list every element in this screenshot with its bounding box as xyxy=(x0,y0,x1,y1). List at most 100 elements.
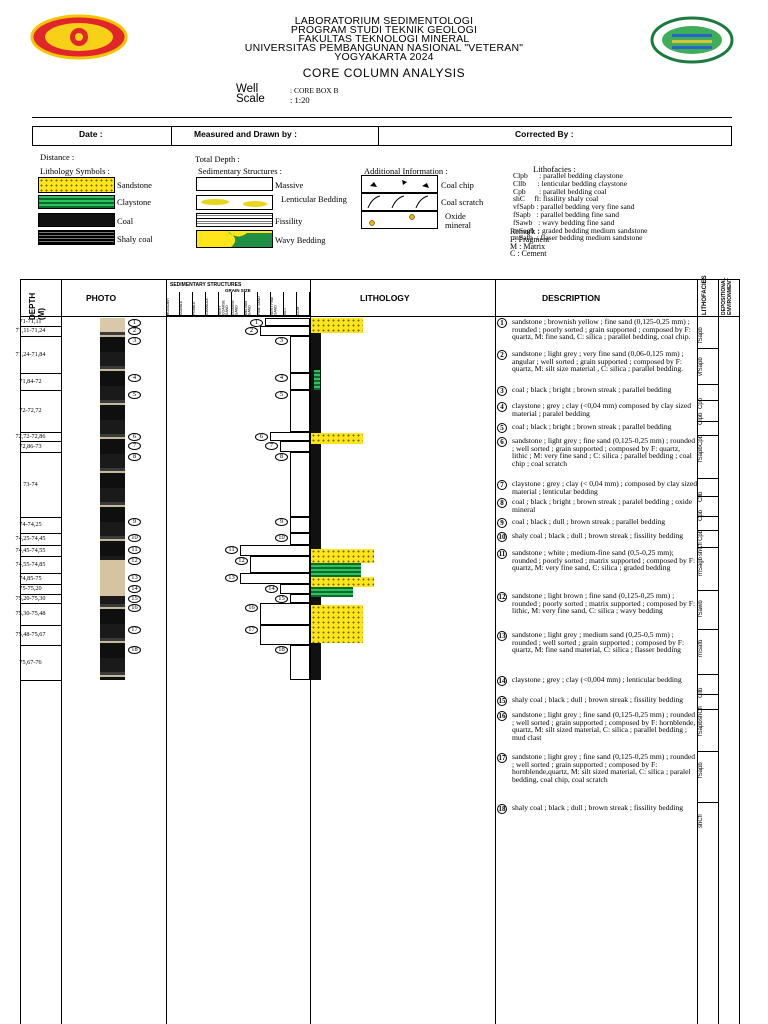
description-text: coal ; black ; bright ; brown streak ; p… xyxy=(512,422,672,431)
depth-divider xyxy=(20,373,61,374)
description-divider xyxy=(697,751,718,752)
lith-sand-16 xyxy=(311,605,363,643)
additional-info-title: Additional Information : xyxy=(364,166,448,176)
depth-label: 75-75,20 xyxy=(19,585,42,592)
depth-label: 75,48-75,67 xyxy=(15,631,46,638)
depth-divider xyxy=(20,573,61,574)
scale-value: : 1:20 xyxy=(290,95,310,105)
lithofacies-code: fSawb xyxy=(698,600,704,618)
structure-box: 16 xyxy=(245,603,310,625)
header-line-4: UNIVERSITAS PEMBANGUNAN NASIONAL "VETERA… xyxy=(244,42,524,54)
header-line-5: YOGYAKARTA 2024 xyxy=(334,51,434,63)
description-text: coal ; black ; bright ; brown streak ; p… xyxy=(512,497,693,514)
description-number: 15 xyxy=(497,696,507,706)
meta-row: Date : Measured and Drawn by : Corrected… xyxy=(32,126,732,146)
lithofacies-code: fSapb xyxy=(698,446,704,462)
description-text: shaly coal ; black ; dull ; brown streak… xyxy=(512,695,684,704)
depth-label: 74,25-74,45 xyxy=(15,535,46,542)
claystone-label: Claystone xyxy=(117,197,151,207)
photo-sample-number: 14 xyxy=(128,585,141,593)
description-divider xyxy=(697,674,718,675)
structure-box: 8 xyxy=(275,452,310,517)
description-column-header: DESCRIPTION xyxy=(542,293,601,303)
structure-number: 5 xyxy=(275,391,288,399)
description-divider xyxy=(697,530,718,531)
structure-number: 9 xyxy=(275,518,288,526)
photo-sample-number: 17 xyxy=(128,626,141,634)
depth-label: 75,20-75,30 xyxy=(15,594,46,602)
photo-sample-number: 5 xyxy=(128,391,141,399)
grain-size-label: COARSE SAND xyxy=(232,292,245,316)
structure-box: 1 xyxy=(250,318,310,327)
grain-size-label: FINE SAND xyxy=(258,292,271,316)
structure-number: 13 xyxy=(225,574,238,582)
structure-box: 10 xyxy=(275,533,310,545)
university-logo xyxy=(30,14,128,60)
lenticular-symbol xyxy=(196,195,273,210)
photo-sample-number: 1 xyxy=(128,319,141,327)
lithofacies-item: mSafb : flaser bedding medium sandstone xyxy=(513,233,643,243)
photo-sample-number: 10 xyxy=(128,534,141,542)
description-number: 12 xyxy=(497,592,507,602)
structure-number: 2 xyxy=(245,327,258,335)
description-text: coal ; black ; bright ; brown streak ; p… xyxy=(512,385,672,394)
depth-divider xyxy=(20,336,61,337)
structure-number: 17 xyxy=(245,626,258,634)
depth-label: 74,45-74,55 xyxy=(15,546,46,554)
coal-chip-label: Coal chip xyxy=(441,180,474,190)
depth-label: 75,67-76 xyxy=(19,658,42,666)
coal-label: Coal xyxy=(117,216,134,226)
coal-scratch-symbol xyxy=(361,193,438,211)
wavy-bedding-label: Wavy Bedding xyxy=(275,235,326,245)
oxide-mineral-symbol xyxy=(361,211,438,229)
depth-label: 71,11-71,24 xyxy=(15,327,46,334)
structure-box: 12 xyxy=(235,556,310,573)
description-text: sandstone ; white ; medium-fine sand (0,… xyxy=(512,548,696,572)
photo-sample-number: 8 xyxy=(128,453,141,461)
lithofacies-title: Lithofacies : xyxy=(533,164,576,174)
structure-box: 4 xyxy=(275,373,310,390)
shaly-coal-symbol xyxy=(38,230,115,245)
lenticular-label: Lenticular Bedding xyxy=(281,194,347,204)
description-divider xyxy=(697,400,718,401)
photo-sample-number: 13 xyxy=(128,574,141,582)
coal-chip-symbol xyxy=(361,175,438,193)
grain-size-label: SILT xyxy=(284,292,297,316)
scale-label: Scale xyxy=(236,93,265,105)
fissility-label: Fissility xyxy=(275,216,303,226)
description-divider xyxy=(697,629,718,630)
description-text: coal ; black ; dull ; brown streak ; par… xyxy=(512,517,666,526)
structure-box: 7 xyxy=(265,441,310,452)
page-title: CORE COLUMN ANALYSIS xyxy=(302,66,466,80)
structure-box: 6 xyxy=(255,432,310,441)
description-number: 4 xyxy=(497,402,507,412)
lithofacies-code: vfSapb xyxy=(698,357,704,377)
structure-box: 18 xyxy=(275,645,310,680)
structure-number: 4 xyxy=(275,374,288,382)
structure-number: 11 xyxy=(225,546,238,554)
claystone-symbol xyxy=(38,195,115,209)
structure-number: 16 xyxy=(245,604,258,612)
lithofacies-item: Cpb : parallel bedding coal xyxy=(513,186,607,196)
photo-sample-number: 15 xyxy=(128,595,141,603)
photo-sample-number: 11 xyxy=(128,546,141,554)
sandstone-label: Sandstone xyxy=(117,180,152,190)
lithofacies-item: fSapb : parallel bedding fine sand xyxy=(513,209,620,219)
well-label: Well xyxy=(236,83,259,95)
photo-sample-number: 2 xyxy=(128,327,141,335)
depth-column-header: DEPTH (M) xyxy=(28,292,46,320)
photo-sample-number: 7 xyxy=(128,442,141,450)
remark-fragment: F: Fragment xyxy=(510,235,550,244)
grain-size-label: PEBBLE xyxy=(193,292,206,316)
description-text: sandstone ; light grey ; very fine sand … xyxy=(512,349,684,373)
description-divider xyxy=(697,802,718,803)
depth-label: 71,84-72 xyxy=(19,377,42,385)
total-depth-label: Total Depth : xyxy=(195,154,240,164)
grain-size-label: GRANULE xyxy=(206,292,219,316)
well-value: : CORE BOX B xyxy=(290,86,339,95)
header-line-3: FAKULTAS TEKNOLOGI MINERAL xyxy=(298,33,470,45)
lithofacies-code: mSagb xyxy=(698,556,704,576)
description-text: sandstone ; light brown ; fine sand (0,1… xyxy=(512,591,696,615)
description-number: 14 xyxy=(497,676,507,686)
